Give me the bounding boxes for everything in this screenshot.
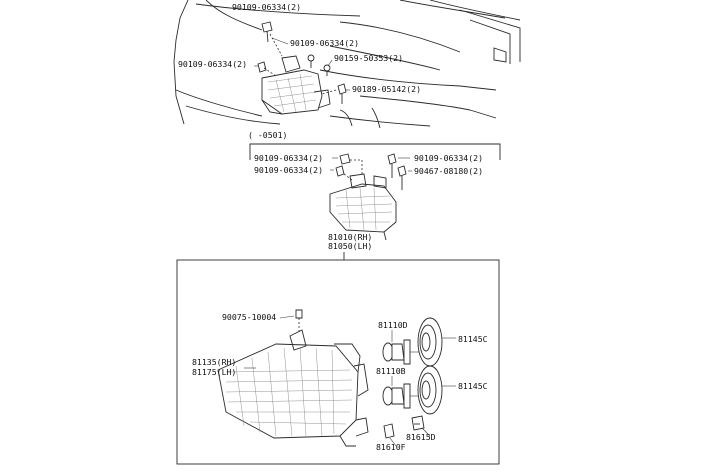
label-90075-10004: 90075-10004 [222,312,276,322]
headlamp-mid [329,173,397,241]
label-81610f: 81610F [376,442,406,452]
range-note: ( -0501) [248,130,287,140]
label-81110b: 81110B [376,366,406,376]
label-81050-lh: 81050(LH) [328,241,372,251]
label-90109-06334-mid-right: 90109-06334(2) [414,153,483,163]
label-81135-rh: 81135(RH) [192,357,236,367]
fastener-glyphs-mid [335,153,407,190]
mid-bracket [249,143,501,160]
bulb-bottom [382,383,424,409]
label-90159-50353: 90159-50353(2) [334,53,403,63]
label-81145c-bottom: 81145C [458,381,488,391]
label-90109-06334-top: 90109-06334(2) [232,2,301,12]
fastener-glyphs-top [257,21,347,104]
cover-top [417,317,456,367]
top-view-labels: 90109-06334(2) 90109-06334(2) 90109-0633… [178,2,421,94]
vehicle-front-outline [173,0,521,129]
detail-view-labels: 90075-10004 81135(RH) 81175(LH) 81110D 8… [192,312,488,452]
label-81110d: 81110D [378,320,408,330]
headlamp-detail [217,329,369,447]
label-90189-05142: 90189-05142(2) [352,84,421,94]
detail-frame [176,259,500,465]
mid-view-labels: 90109-06334(2) 90109-06334(2) 90109-0633… [254,153,483,260]
label-90467-08180: 90467-08180(2) [414,166,483,176]
socket-and-small-bulb [383,415,431,447]
headlamp-top [261,55,331,115]
bulb-top [382,339,424,365]
label-90109-06334-mid-top: 90109-06334(2) [254,153,323,163]
label-81615d: 81615D [406,432,436,442]
label-81175-lh: 81175(LH) [192,367,236,377]
label-90109-06334-right: 90109-06334(2) [290,38,359,48]
screw-glyph [295,309,303,334]
cover-bottom [417,365,456,415]
label-90109-06334-mid-bottom: 90109-06334(2) [254,165,323,175]
label-90109-06334-left: 90109-06334(2) [178,59,247,69]
label-81010-rh: 81010(RH) [328,232,372,242]
label-81145c-top: 81145C [458,334,488,344]
